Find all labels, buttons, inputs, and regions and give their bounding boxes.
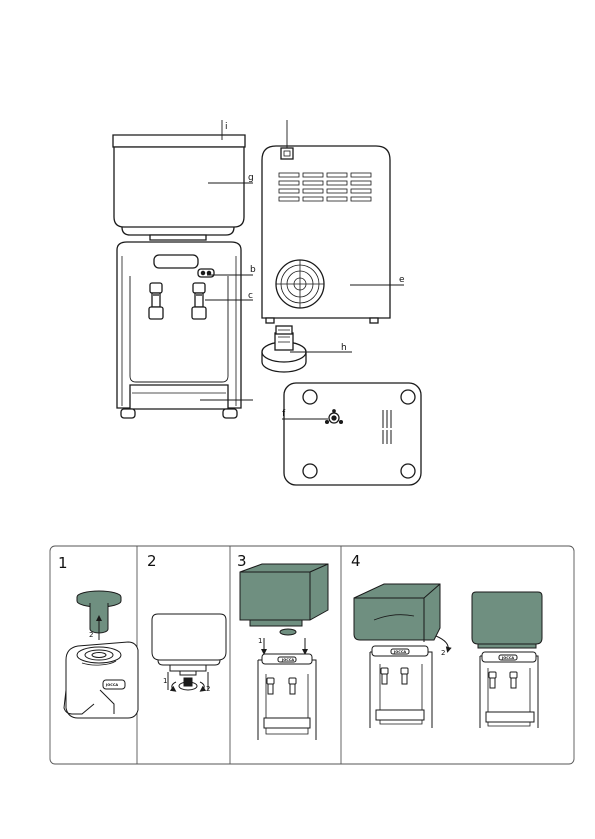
bottle-adapter — [262, 326, 306, 372]
step-1-arrow-label: 2 — [89, 631, 93, 639]
drip-tray — [130, 385, 228, 409]
back-view-dispenser — [262, 146, 390, 323]
label-i: i — [225, 122, 228, 132]
step-3-arrow-label: 1 — [258, 637, 262, 645]
label-e: e — [399, 275, 405, 285]
step-2-number: 2 — [147, 552, 157, 570]
bottle-lid — [113, 135, 245, 147]
step-4-brand-right: JOCCA — [501, 656, 514, 660]
front-view-dispenser — [113, 135, 245, 418]
label-h: h — [341, 343, 347, 353]
bottom-view — [284, 383, 421, 485]
step-2-arrow-label-1: 1 — [163, 677, 167, 685]
fan-grille — [276, 260, 324, 308]
step-4-brand-left: JOCCA — [393, 650, 406, 654]
step-2-arrow-label-2: 2 — [206, 685, 210, 693]
top-panel-slot — [154, 255, 198, 268]
step-3-brand: JOCCA — [281, 658, 294, 662]
base-plate — [284, 383, 421, 485]
water-bottle — [114, 147, 244, 227]
step-4-arrow-label: 2 — [441, 649, 445, 657]
step-3-number: 3 — [237, 552, 247, 570]
label-g: g — [248, 173, 254, 183]
indicator-lights — [198, 269, 214, 277]
step-4-number: 4 — [351, 552, 361, 570]
step-1-brand: JOCCA — [105, 683, 118, 687]
back-housing — [262, 146, 390, 318]
step-1-number: 1 — [58, 554, 68, 572]
label-b: b — [250, 265, 256, 275]
label-c: c — [248, 291, 253, 301]
